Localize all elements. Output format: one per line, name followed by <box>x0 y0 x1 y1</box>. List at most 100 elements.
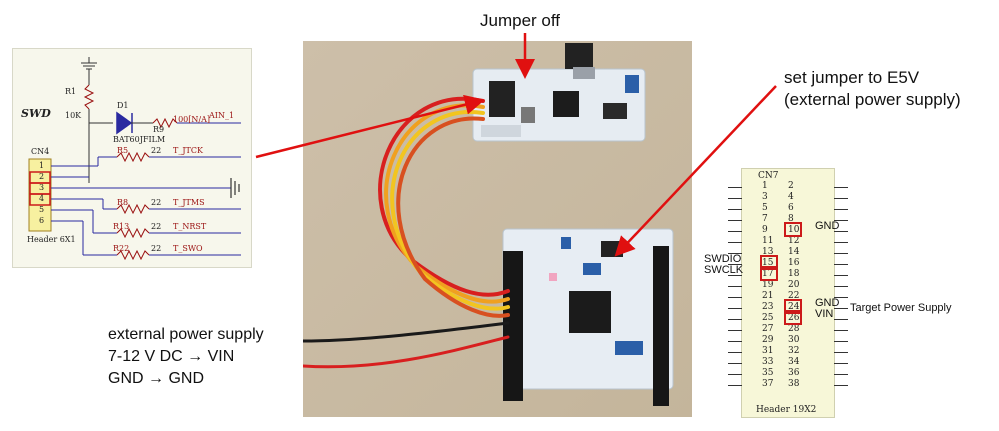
label-target-power: Target Power Supply <box>850 302 952 314</box>
cn7-pin: 23 <box>762 302 774 312</box>
cn7-pin: 25 <box>762 313 774 323</box>
cn7-pin: 4 <box>788 192 794 202</box>
cn7-pin: 37 <box>762 379 774 389</box>
cn7-pin-lead <box>728 319 742 320</box>
cn7-pin: 35 <box>762 368 774 378</box>
cn7-pin-lead <box>834 363 848 364</box>
cn7-pin: 34 <box>788 357 800 367</box>
row-res: R13 <box>113 222 130 231</box>
row-res: R8 <box>117 198 129 207</box>
cn4-pin-5: 5 <box>39 205 45 214</box>
cn7-pin: 14 <box>788 247 800 257</box>
caption-external-power-text: (external power supply) <box>784 90 961 109</box>
cn7-pin: 31 <box>762 346 774 356</box>
cn7-pin-lead <box>834 297 848 298</box>
highlight-pin-22 <box>784 299 802 314</box>
cn4-footer: Header 6X1 <box>27 235 76 244</box>
r9-value: 100[N/A] <box>173 115 210 124</box>
cn7-pin-lead <box>834 242 848 243</box>
cn7-pin-lead <box>834 264 848 265</box>
cn7-pin: 9 <box>762 225 768 235</box>
cn7-pin: 6 <box>788 203 794 213</box>
cn7-pin: 33 <box>762 357 774 367</box>
cn4-pin-1: 1 <box>39 161 45 170</box>
schematic-drawing <box>28 57 241 261</box>
cn7-pin-lead <box>728 352 742 353</box>
cn7-pin: 32 <box>788 346 800 356</box>
cn7-pin: 5 <box>762 203 768 213</box>
cn7-pin-lead <box>728 187 742 188</box>
schematic-title: SWD <box>21 107 51 120</box>
cn7-pin-lead <box>834 286 848 287</box>
row-net: T_NRST <box>173 222 207 231</box>
label-swdio: SWDIO <box>704 253 742 265</box>
cn7-pin: 19 <box>762 280 774 290</box>
cn7-pin-lead <box>728 297 742 298</box>
cn7-pin-lead <box>728 264 742 265</box>
cn7-pin-lead <box>728 308 742 309</box>
row-net: T_JTCK <box>173 146 203 155</box>
cn7-pin-lead <box>728 330 742 331</box>
cn7-pin: 29 <box>762 335 774 345</box>
label-gnd-bottom: GND <box>815 297 840 309</box>
row-net: T_JTMS <box>173 198 205 207</box>
cn7-pin-lead <box>834 374 848 375</box>
cn7-pin-lead <box>728 198 742 199</box>
cn7-pin: 3 <box>762 192 768 202</box>
cn7-footer: Header 19X2 <box>756 405 817 415</box>
r1-value: 10K <box>65 111 82 120</box>
ain-label: AIN_1 <box>209 111 235 120</box>
cn7-pin-lead <box>834 341 848 342</box>
caption-external-power: (external power supply) <box>784 89 961 111</box>
cn7-pin: 21 <box>762 291 774 301</box>
cn7-pin-lead <box>834 330 848 331</box>
cn7-pin-lead <box>728 341 742 342</box>
cn7-pin-lead <box>728 209 742 210</box>
row-val: 22 <box>151 198 162 207</box>
cn7-pin-lead <box>728 275 742 276</box>
nucleo-board <box>502 228 674 406</box>
caption-ext-vin: 7-12 V DC → VIN <box>108 348 235 365</box>
r1-label: R1 <box>65 87 77 96</box>
cn7-pin-lead <box>834 308 848 309</box>
board-photo-drawing <box>301 41 692 417</box>
row-val: 22 <box>151 222 162 231</box>
cn4-pin-3: 3 <box>39 183 45 192</box>
highlight-pin-24 <box>784 310 802 325</box>
cn7-pin-lead <box>728 220 742 221</box>
caption-ext-supply: external power supply <box>108 326 264 343</box>
cn7-pin-lead <box>834 198 848 199</box>
cn7-pin: 36 <box>788 368 800 378</box>
stlink-board <box>472 43 646 142</box>
cn7-title: CN7 <box>758 171 779 181</box>
cn7-pin: 13 <box>762 247 774 257</box>
cn4-pin-6: 6 <box>39 216 45 225</box>
cn7-pin: 12 <box>788 236 800 246</box>
cn7-pin: 27 <box>762 324 774 334</box>
cn7-pin-lead <box>728 363 742 364</box>
label-vin: VIN <box>815 308 834 320</box>
cn7-pin-lead <box>728 231 742 232</box>
cn7-pin: 38 <box>788 379 800 389</box>
highlight-pin-13 <box>760 255 778 270</box>
highlight-pin-15 <box>760 266 778 281</box>
row-res: R22 <box>113 244 130 253</box>
cn7-pin: 20 <box>788 280 800 290</box>
cn7-pin: 7 <box>762 214 768 224</box>
cn7-pin: 26 <box>788 313 800 323</box>
cn7-pin: 10 <box>788 225 800 235</box>
cn7-pin: 1 <box>762 181 768 191</box>
cn7-pin: 17 <box>762 269 774 279</box>
cn7-pin: 28 <box>788 324 800 334</box>
cn7-pin-lead <box>834 319 848 320</box>
board-photo <box>301 41 692 417</box>
cn7-pin: 18 <box>788 269 800 279</box>
cn7-pin-lead <box>834 352 848 353</box>
cn7-pin-lead <box>728 253 742 254</box>
row-val: 22 <box>151 244 162 253</box>
label-swclk: SWCLK <box>704 264 744 276</box>
r9-label: R9 <box>153 125 165 134</box>
cn7-pin: 2 <box>788 181 794 191</box>
highlight-pin-8 <box>784 222 802 237</box>
